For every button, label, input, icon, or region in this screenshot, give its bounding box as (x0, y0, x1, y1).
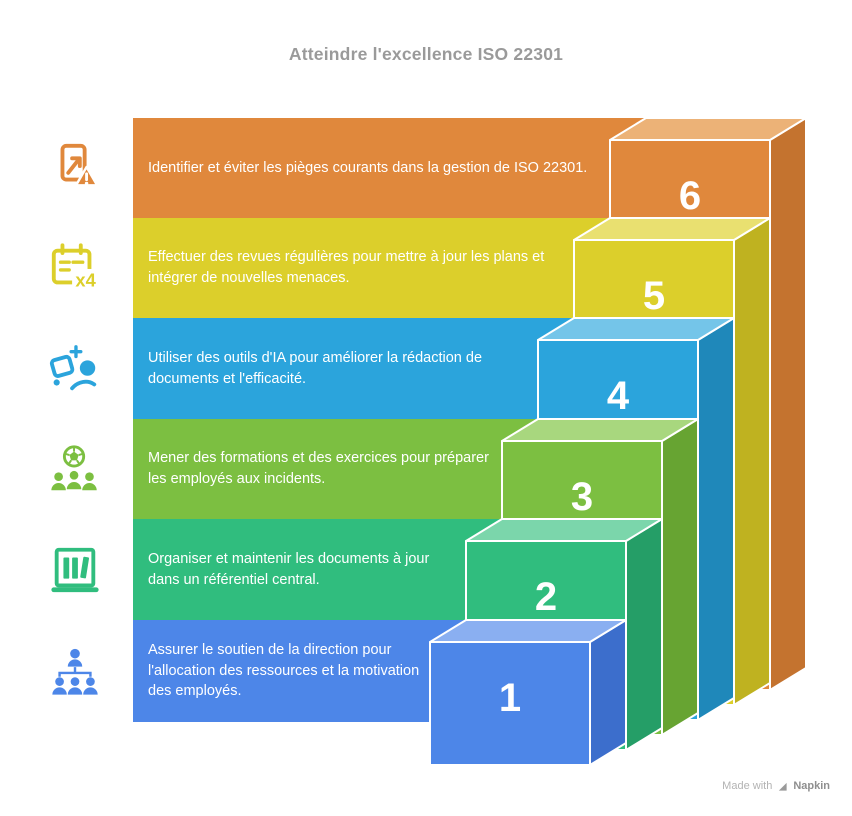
band-step-1: Assurer le soutien de la direction pour … (133, 620, 466, 722)
band-step-5: Effectuer des revues régulières pour met… (133, 218, 610, 318)
step-1-front-face (429, 641, 591, 766)
page-title: Atteindre l'excellence ISO 22301 (288, 44, 564, 64)
step-1: 1 (429, 619, 627, 766)
step-5-side-face (733, 217, 771, 706)
band-step-6: Identifier et éviter les pièges courants… (133, 118, 646, 218)
step-6-description: Identifier et éviter les pièges courants… (148, 159, 588, 176)
team-training-icon (44, 419, 106, 519)
step-5-number: 5 (643, 274, 665, 318)
step-3-description: Mener des formations et des exercices po… (148, 450, 489, 487)
calendar-x4-icon-svg: x4 (51, 243, 101, 292)
pitfall-warning-icon (44, 118, 106, 218)
org-support-icon (44, 620, 106, 722)
calendar-x4-label: x4 (75, 269, 96, 290)
ai-tools-icon (44, 318, 106, 419)
step-5-description: Effectuer des revues régulières pour met… (148, 249, 545, 286)
napkin-logo-icon (779, 782, 787, 791)
org-support-icon-svg (52, 648, 98, 695)
step-1-number: 1 (499, 676, 521, 720)
pitfall-warning-icon-svg (60, 143, 99, 187)
step-6-number: 6 (679, 174, 701, 218)
band-step-2: Organiser et maintenir les documents à j… (133, 519, 502, 620)
step-2-side-face (625, 518, 663, 751)
step-6-top-face (609, 117, 807, 141)
band-step-3: Mener des formations et des exercices po… (133, 419, 538, 519)
document-shelf-icon (44, 519, 106, 620)
step-4-top-face (537, 317, 735, 341)
step-5-top-face (573, 217, 771, 241)
step-1-side-face (589, 619, 627, 766)
step-4-number: 4 (607, 374, 630, 418)
watermark-made-with: Made with (722, 780, 773, 792)
step-6-side-face (769, 117, 807, 691)
team-training-icon-svg (51, 445, 97, 491)
step-4-side-face (697, 317, 735, 721)
step-3-number: 3 (571, 475, 593, 519)
step-2-number: 2 (535, 575, 557, 619)
step-3-top-face (501, 418, 699, 442)
ai-tools-icon-svg (49, 344, 97, 390)
step-1-top-face (429, 619, 627, 643)
watermark: Made with Napkin (722, 780, 830, 792)
band-step-4: Utiliser des outils d'IA pour améliorer … (133, 318, 574, 419)
calendar-x4-icon: x4 (44, 218, 106, 318)
watermark-brand: Napkin (793, 780, 830, 792)
step-2-top-face (465, 518, 663, 542)
step-3-side-face (661, 418, 699, 736)
step-4-description: Utiliser des outils d'IA pour améliorer … (148, 349, 483, 387)
step-1-description: Assurer le soutien de la direction pour … (148, 642, 420, 700)
step-2-description: Organiser et maintenir les documents à j… (148, 550, 430, 588)
document-shelf-icon-svg (51, 547, 99, 592)
